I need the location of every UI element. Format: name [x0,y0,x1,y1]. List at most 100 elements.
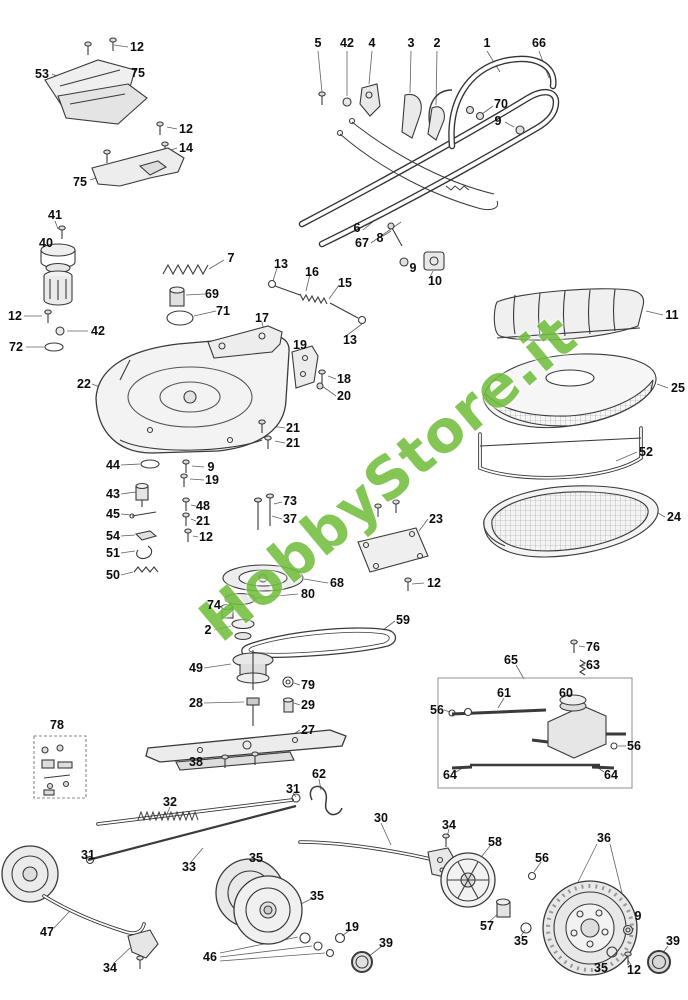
part-number-label: 29 [301,697,315,712]
part-number-label: 57 [480,918,494,933]
part-number-label: 12 [199,529,213,544]
part-number-label: 23 [429,511,443,526]
part-number-label: 17 [255,310,269,325]
part-number-label: 46 [203,949,217,964]
part-number-label: 52 [639,444,653,459]
part-number-label: 76 [586,639,600,654]
part-number-label: 34 [442,817,456,832]
part-number-label: 22 [77,376,91,391]
front-wheels [215,858,373,973]
part-number-label: 27 [301,722,315,737]
part-number-label: 35 [594,960,608,975]
part-number-label: 48 [196,498,210,513]
part-number-label: 70 [494,96,508,111]
part-number-label: 45 [106,506,120,521]
part-number-label: 37 [283,511,297,526]
part-number-label: 20 [337,388,351,403]
part-number-label: 5 [314,35,322,50]
filter-cup-assembly [40,225,76,352]
part-number-label: 39 [379,935,393,950]
part-number-label: 9 [494,113,502,128]
part-number-label: 64 [604,767,618,782]
part-number-label: 34 [103,960,117,975]
part-number-label: 19 [293,337,307,352]
part-number-label: 13 [343,332,357,347]
part-number-label: 47 [40,924,54,939]
part-number-label: 67 [355,235,369,250]
part-number-label: 49 [189,660,203,675]
hardware-kit-box [33,735,87,799]
part-number-label: 15 [338,275,352,290]
part-number-label: 38 [189,754,203,769]
part-number-label: 64 [443,767,457,782]
spring-and-rod-parts [162,263,367,326]
part-number-label: 21 [196,513,210,528]
transmission-assembly-box [437,639,633,789]
part-number-label: 56 [430,702,444,717]
part-number-label: 61 [497,685,511,700]
part-number-label: 74 [207,597,221,612]
top-cover-plates [44,37,185,187]
part-number-label: 36 [597,830,611,845]
part-number-label: 60 [559,685,573,700]
part-number-label: 79 [301,677,315,692]
mower-deck [95,325,326,454]
blade-spindle-and-blade [145,650,347,771]
part-number-label: 62 [312,766,326,781]
part-number-label: 41 [48,207,62,222]
part-number-label: 12 [8,308,22,323]
part-number-label: 25 [671,380,685,395]
part-number-label: 72 [9,339,23,354]
part-number-label: 50 [106,567,120,582]
part-number-label: 58 [488,834,502,849]
part-number-label: 69 [205,286,219,301]
part-number-label: 19 [205,472,219,487]
drive-wheel [440,852,537,934]
part-number-label: 40 [39,235,53,250]
part-number-label: 18 [337,371,351,386]
part-number-label: 66 [532,35,546,50]
part-number-label: 4 [368,35,376,50]
part-number-label: 75 [131,65,145,80]
part-number-label: 11 [665,307,679,322]
part-number-label: 1 [483,35,491,50]
part-number-label: 16 [305,264,319,279]
part-number-label: 65 [504,652,518,667]
part-number-label: 12 [427,575,441,590]
part-number-label: 13 [274,256,288,271]
part-number-label: 8 [376,230,384,245]
part-number-label: 31 [81,847,95,862]
part-number-label: 35 [249,850,263,865]
part-number-label: 10 [428,273,442,288]
part-number-label: 80 [301,586,315,601]
part-number-label: 7 [227,250,235,265]
part-number-label: 73 [283,493,297,508]
part-number-label: 56 [627,738,641,753]
part-number-label: 3 [407,35,415,50]
rear-deflector-flap [493,288,645,341]
part-number-label: 59 [396,612,410,627]
chute-plate [357,499,429,592]
part-number-label: 56 [535,850,549,865]
part-number-label: 39 [666,933,680,948]
part-number-label: 68 [330,575,344,590]
part-number-label: 63 [586,657,600,672]
axle-rods [85,785,457,879]
part-number-label: 30 [374,810,388,825]
part-number-label: 42 [91,323,105,338]
part-number-label: 44 [106,457,120,472]
part-number-label: 2 [204,622,212,637]
part-number-label: 28 [189,695,203,710]
part-number-label: 9 [409,260,417,275]
part-number-label: 6 [353,220,361,235]
part-number-label: 53 [35,66,49,81]
part-number-label: 42 [340,35,354,50]
part-number-label: 21 [286,420,300,435]
part-number-label: 78 [50,717,64,732]
part-number-label: 33 [182,859,196,874]
part-number-label: 35 [514,933,528,948]
grass-catcher [478,353,659,558]
part-number-label: 21 [286,435,300,450]
